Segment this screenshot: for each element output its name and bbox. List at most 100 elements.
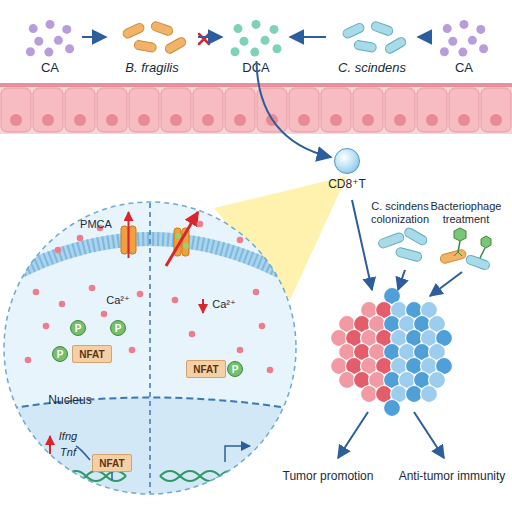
calcium-ion [77, 235, 84, 242]
lumen [0, 0, 512, 86]
cell-nucleus [170, 114, 182, 126]
bacterium [342, 22, 366, 39]
text-label: Tumor promotion [273, 470, 383, 484]
epithelial-cell [65, 88, 95, 132]
node-label: P [57, 349, 64, 360]
molecule [231, 47, 240, 56]
cell-nucleus [138, 114, 150, 126]
epithelial-cell [129, 88, 159, 132]
tumor-cell [421, 386, 438, 403]
cell-nucleus [42, 114, 54, 126]
molecule [479, 44, 488, 53]
transcription-arrow [225, 446, 250, 462]
text-label: Ca²⁺ [206, 298, 242, 311]
calcium-ion [55, 247, 62, 254]
text-label: Anti-tumor immunity [392, 470, 512, 484]
molecule [26, 47, 35, 56]
node-label: NFAT [79, 349, 104, 360]
bacteria-icon [110, 16, 194, 58]
cell-nucleus [490, 114, 502, 126]
epithelial-cell [353, 88, 383, 132]
cell-nucleus [10, 114, 22, 126]
bacterium [122, 22, 146, 39]
epithelial-cell [321, 88, 351, 132]
molecule [234, 24, 243, 33]
epithelial-cell [385, 88, 415, 132]
cell-nucleus [234, 114, 246, 126]
calcium-ion [267, 367, 274, 374]
molecule [54, 36, 63, 45]
tumor-cell [384, 400, 401, 417]
node-label: C. scindens [338, 60, 406, 75]
text-label: PMCA [74, 218, 118, 231]
molecule [44, 48, 53, 57]
flow-arrow [82, 36, 106, 38]
bacterium [164, 36, 188, 55]
molecule [443, 24, 452, 33]
epithelium-edge [0, 83, 512, 87]
cell-nucleus [362, 114, 374, 126]
zoom-outline-top [4, 202, 296, 494]
calcium-ion [172, 297, 179, 304]
calcium-ion [101, 311, 108, 318]
calcium-ion [33, 289, 40, 296]
phosphate-circle: P [70, 320, 86, 336]
epithelial-cell [33, 88, 63, 132]
calcium-ion [237, 347, 244, 354]
flow-arrow [198, 36, 222, 38]
epithelial-cell [97, 88, 127, 132]
molecule [458, 48, 467, 57]
epithelial-cells [1, 88, 511, 132]
molecule [46, 20, 55, 29]
nfat-box: NFAT [92, 454, 132, 472]
epithelial-cell [193, 88, 223, 132]
text-label: Ca²⁺ [100, 294, 136, 307]
flow-arrow [290, 36, 326, 38]
text-label: Ifng [53, 430, 83, 443]
cell-nucleus [394, 114, 406, 126]
node-label: DCA [242, 60, 269, 75]
metabolite-cluster: DCA [226, 16, 286, 58]
molecule [448, 37, 457, 46]
calcium-ion [237, 237, 244, 244]
effect-arrow [430, 272, 462, 296]
molecule [240, 37, 249, 46]
epithelial-cell [289, 88, 319, 132]
molecule [273, 44, 282, 53]
dna-helix [6, 471, 126, 481]
divider [149, 203, 151, 493]
molecule [29, 24, 38, 33]
molecule-dots [436, 16, 492, 58]
node-label: P [115, 323, 122, 334]
molecule [476, 25, 485, 34]
molecule [65, 44, 74, 53]
molecule [62, 25, 71, 34]
cell-nucleus [426, 114, 438, 126]
molecule [250, 48, 259, 57]
calcium-ion [129, 347, 136, 354]
calcium-ion [253, 289, 260, 296]
calcium-ions [25, 221, 274, 374]
calcium-ion [189, 331, 196, 338]
epithelial-cell [481, 88, 511, 132]
bacterium [150, 21, 174, 37]
nfat-box: NFAT [186, 360, 226, 378]
bacterium [354, 40, 377, 53]
outcome-arrow [414, 412, 444, 458]
decrease-arrow [202, 299, 204, 313]
cell-nucleus [458, 114, 470, 126]
node-label: CA [41, 60, 59, 75]
metabolite-cluster: CA [22, 16, 78, 58]
molecule [468, 36, 477, 45]
node-label: B. fragilis [125, 60, 178, 75]
bacterium [370, 21, 394, 37]
epithelial-cell [1, 88, 31, 132]
node-label: NFAT [99, 458, 124, 469]
molecule [261, 36, 270, 45]
phosphate-circle: P [52, 346, 68, 362]
calcium-ion [43, 323, 50, 330]
text-label: Tnf [53, 446, 83, 459]
molecule-dots [22, 16, 78, 58]
phosphate-circle: P [110, 320, 126, 336]
